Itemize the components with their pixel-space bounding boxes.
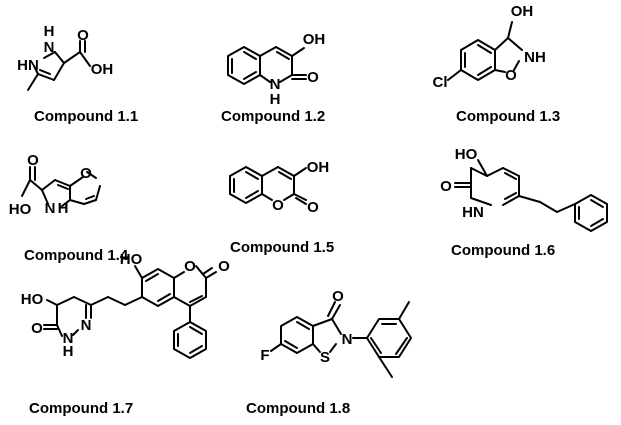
compound-1-1-atom-oh: OH [91,61,114,78]
compound-1-2-atom-o: O [307,69,319,86]
compound-1-8-atom-n: N [342,331,353,348]
compound-1-7-atom-o-lactone: O [218,258,230,275]
compound-1-1-atom-o: O [77,27,89,44]
compound-1-8-structure: O N S F [260,288,412,378]
compound-1-8-caption: Compound 1.8 [246,400,350,417]
compound-1-2-atom-n: N [270,76,281,93]
compound-1-6-atom-ho: HO [455,146,478,163]
compound-1-1-atom-h: H [44,23,55,40]
compound-1-2-atom-h: H [270,91,281,108]
compound-1-3-atom-nh: NH [524,49,546,66]
compound-1-3-structure: OH NH O Cl [433,3,546,91]
compound-1-7-structure: HO O O HO O N N H [21,251,230,360]
compound-1-7-caption: Compound 1.7 [29,400,133,417]
compound-1-4-atom-ho: HO [9,201,32,218]
compound-1-1-atom-n: N [44,39,55,56]
compound-1-5-atom-o-carbonyl: O [307,199,319,216]
compound-1-7-atom-o-amide: O [31,320,43,337]
compound-1-2-atom-oh: OH [303,31,326,48]
compound-1-8-atom-f: F [260,347,269,364]
compound-1-7-atom-n1: N [81,317,92,334]
compound-1-4-atom-o-ring: O [80,165,92,182]
compound-1-4-caption: Compound 1.4 [24,247,129,264]
compound-1-7-atom-ho-phenol: HO [120,251,143,268]
compound-1-5-atom-oh: OH [307,159,330,176]
compound-1-1-structure: H N HN O OH [17,23,114,91]
compound-1-5-atom-o-ring: O [272,197,284,214]
compound-1-7-atom-n2: N [63,330,74,347]
compound-1-4-atom-o-carbonyl: O [27,152,39,169]
compound-1-8-atom-o: O [332,288,344,305]
compound-1-4-atom-h: H [58,200,69,217]
compound-1-6-structure: HO O HN [440,146,608,232]
compound-1-6-atom-o: O [440,178,452,195]
compound-1-6-caption: Compound 1.6 [451,242,555,259]
compound-1-2-caption: Compound 1.2 [221,108,325,125]
compound-1-2-structure: OH O N H [227,31,326,108]
compound-1-6-atom-hn: HN [462,204,484,221]
compound-1-1-atom-hn: HN [17,57,39,74]
compound-1-1-caption: Compound 1.1 [34,108,138,125]
compound-1-4-structure: O HO O N H [9,152,101,218]
compound-1-5-structure: OH O O [229,159,330,216]
compound-1-7-atom-o-ring: O [184,258,196,275]
compound-1-7-atom-h: H [63,343,74,360]
compound-1-5-caption: Compound 1.5 [230,239,334,256]
compound-1-4-atom-n: N [45,200,56,217]
compound-1-3-caption: Compound 1.3 [456,108,560,125]
compound-1-7-atom-ho: HO [21,291,44,308]
compound-1-8-atom-s: S [320,349,330,366]
compound-1-3-atom-cl: Cl [433,74,448,91]
compound-1-3-atom-o: O [505,67,517,84]
compound-1-3-atom-oh: OH [511,3,534,20]
